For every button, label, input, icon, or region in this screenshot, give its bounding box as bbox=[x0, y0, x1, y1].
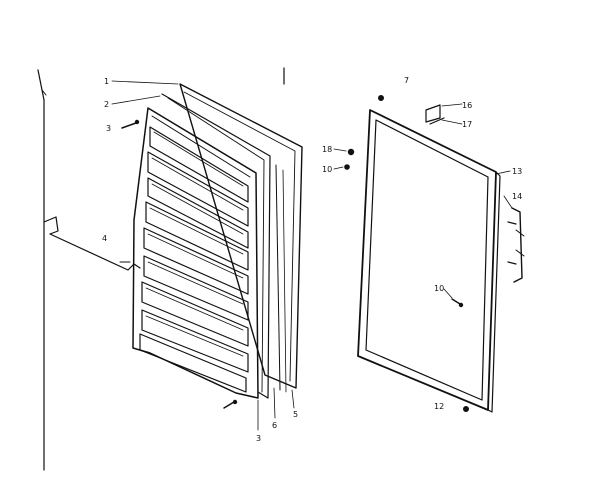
screw-left-top bbox=[121, 119, 140, 129]
label-7: 7 bbox=[404, 76, 409, 85]
screw-right-bottom bbox=[463, 406, 469, 412]
label-17: 17 bbox=[462, 120, 472, 129]
screw-right-top bbox=[378, 95, 384, 101]
door-handle bbox=[507, 207, 525, 283]
leader-lines-right bbox=[333, 103, 513, 299]
label-14: 14 bbox=[512, 192, 522, 201]
hinge-bracket bbox=[425, 104, 445, 125]
door-liner bbox=[132, 107, 259, 399]
label-3-top: 3 bbox=[106, 124, 111, 133]
leader-lines-left bbox=[111, 80, 295, 431]
screw-left-bottom bbox=[223, 399, 238, 409]
label-6: 6 bbox=[272, 421, 277, 430]
label-5: 5 bbox=[293, 410, 298, 419]
label-4: 4 bbox=[102, 234, 107, 243]
label-18: 18 bbox=[322, 145, 332, 154]
label-3-bottom: 3 bbox=[256, 434, 261, 443]
label-2: 2 bbox=[104, 100, 109, 109]
screw-right-middle bbox=[451, 298, 464, 308]
door-gasket bbox=[179, 83, 303, 389]
label-1: 1 bbox=[104, 77, 109, 86]
outer-door-panel bbox=[357, 109, 501, 413]
label-13: 13 bbox=[512, 167, 522, 176]
label-16: 16 bbox=[462, 101, 472, 110]
hinge-pin-parts bbox=[344, 148, 355, 170]
breaker-strip bbox=[161, 93, 287, 399]
label-12: 12 bbox=[434, 402, 444, 411]
hinge-rod bbox=[43, 216, 141, 271]
label-10-left: 10 bbox=[322, 165, 332, 174]
cabinet-edge bbox=[37, 69, 47, 471]
label-10-right: 10 bbox=[434, 284, 444, 293]
